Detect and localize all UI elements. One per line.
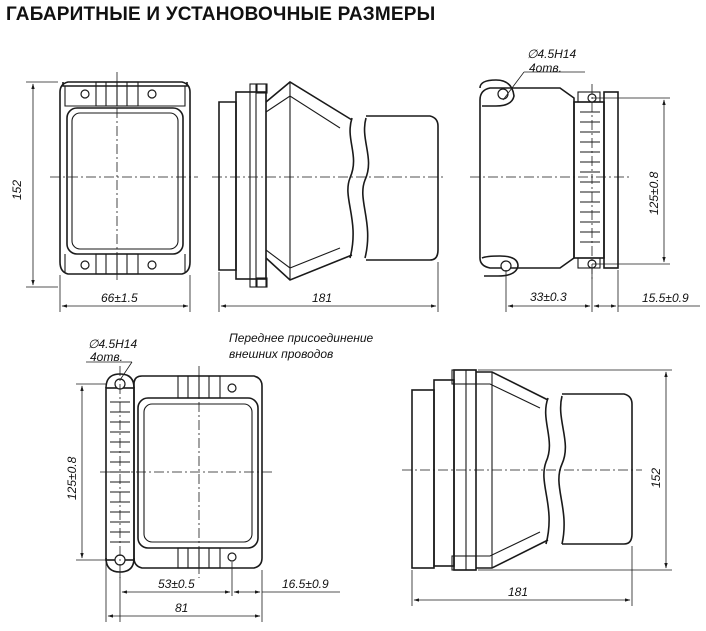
view3-hole-spacing-label: 125±0.8 (647, 171, 661, 215)
view3-offset-b-label: 15.5±0.9 (642, 291, 689, 305)
view5-height-label: 152 (649, 468, 663, 488)
view2-length-label: 181 (312, 291, 332, 305)
view4-hole-dia-label: ∅4.5H14 (88, 337, 137, 351)
page-title: ГАБАРИТНЫЕ И УСТАНОВОЧНЫЕ РАЗМЕРЫ (6, 4, 436, 25)
view-rear-top (470, 71, 700, 312)
view1-height-label: 152 (10, 180, 24, 200)
view-side-bottom (402, 369, 672, 606)
view-front-bottom (76, 361, 340, 622)
view-front-top (26, 72, 198, 312)
note-line-2: внешних проводов (229, 347, 333, 361)
view3-hole-count-label: 4отв. (529, 61, 562, 75)
view4-hole-count-label: 4отв. (90, 350, 123, 364)
view4-offset-a-label: 53±0.5 (158, 577, 195, 591)
note-line-1: Переднее присоединение (229, 331, 374, 345)
view4-offset-b-label: 16.5±0.9 (282, 577, 329, 591)
view3-hole-dia-label: ∅4.5H14 (527, 47, 576, 61)
view1-width-label: 66±1.5 (101, 291, 138, 305)
view-side-top (212, 81, 446, 312)
view5-length-label: 181 (508, 585, 528, 599)
view4-hole-spacing-label: 125±0.8 (65, 456, 79, 500)
view4-width-label: 81 (175, 601, 188, 615)
view3-offset-a-label: 33±0.3 (530, 290, 567, 304)
